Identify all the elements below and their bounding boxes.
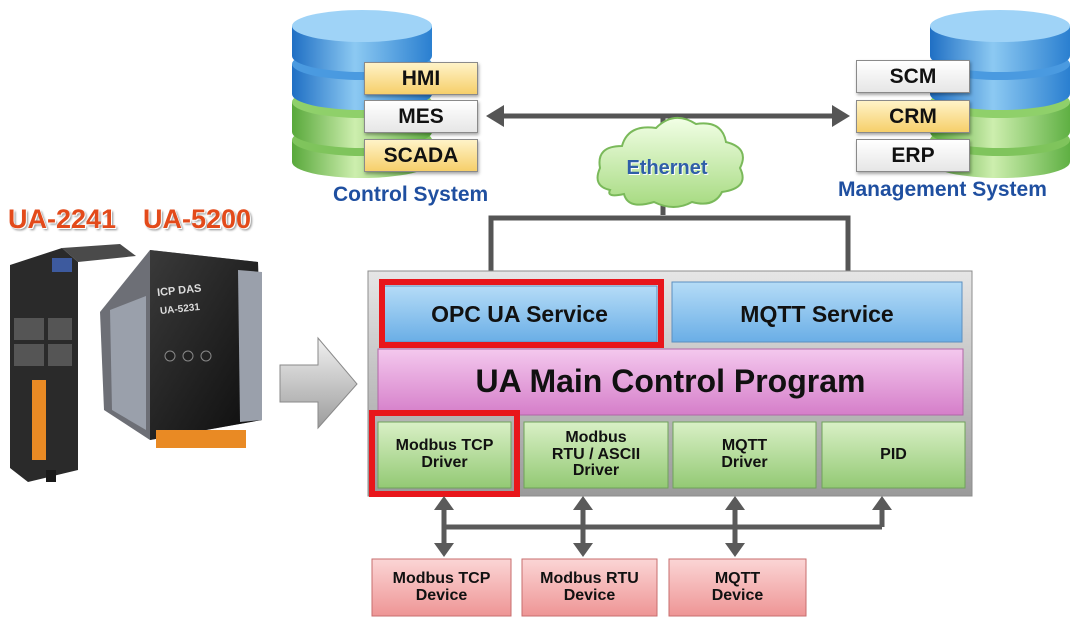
ua-main-control-program-box: UA Main Control Program [475, 363, 866, 400]
mqtt-device-box: MQTT Device [711, 569, 764, 604]
big-right-arrow [279, 336, 358, 430]
management-tag-scm: SCM [856, 60, 970, 93]
system-link-arrow [486, 105, 850, 127]
control-tag-hmi: HMI [364, 62, 478, 95]
mqtt-service-box: MQTT Service [740, 300, 894, 327]
modbus-tcp-driver-box: Modbus TCP Driver [395, 437, 494, 471]
ua-5200-device-image [100, 250, 262, 448]
ethernet-cloud-icon [596, 117, 744, 208]
modbus-rtu-device-box: Modbus RTU Device [540, 569, 639, 604]
management-tag-crm: CRM [856, 100, 970, 133]
model-label-ua-2241: UA-2241 [8, 204, 117, 234]
bus-arrowheads [434, 496, 892, 557]
mqtt-driver-box: MQTT Driver [721, 437, 768, 471]
management-system-caption: Management System [838, 178, 1047, 201]
control-tag-scada: SCADA [364, 139, 478, 172]
modbus-rtu-ascii-driver-box: Modbus RTU / ASCII Driver [551, 428, 641, 480]
opc-ua-service-box: OPC UA Service [431, 300, 608, 327]
opc-ua-highlight-frame [379, 279, 664, 348]
management-tag-erp: ERP [856, 139, 970, 172]
ethernet-label: Ethernet [626, 157, 708, 179]
ua-2241-device-image [10, 244, 136, 482]
device-bus [441, 508, 885, 545]
modbus-tcp-highlight-frame [369, 410, 520, 497]
model-label-ua-5200: UA-5200 [143, 204, 252, 234]
pid-driver-box: PID [880, 445, 907, 463]
control-tag-mes: MES [364, 100, 478, 133]
control-system-caption: Control System [333, 183, 489, 206]
modbus-tcp-device-box: Modbus TCP Device [392, 569, 491, 604]
